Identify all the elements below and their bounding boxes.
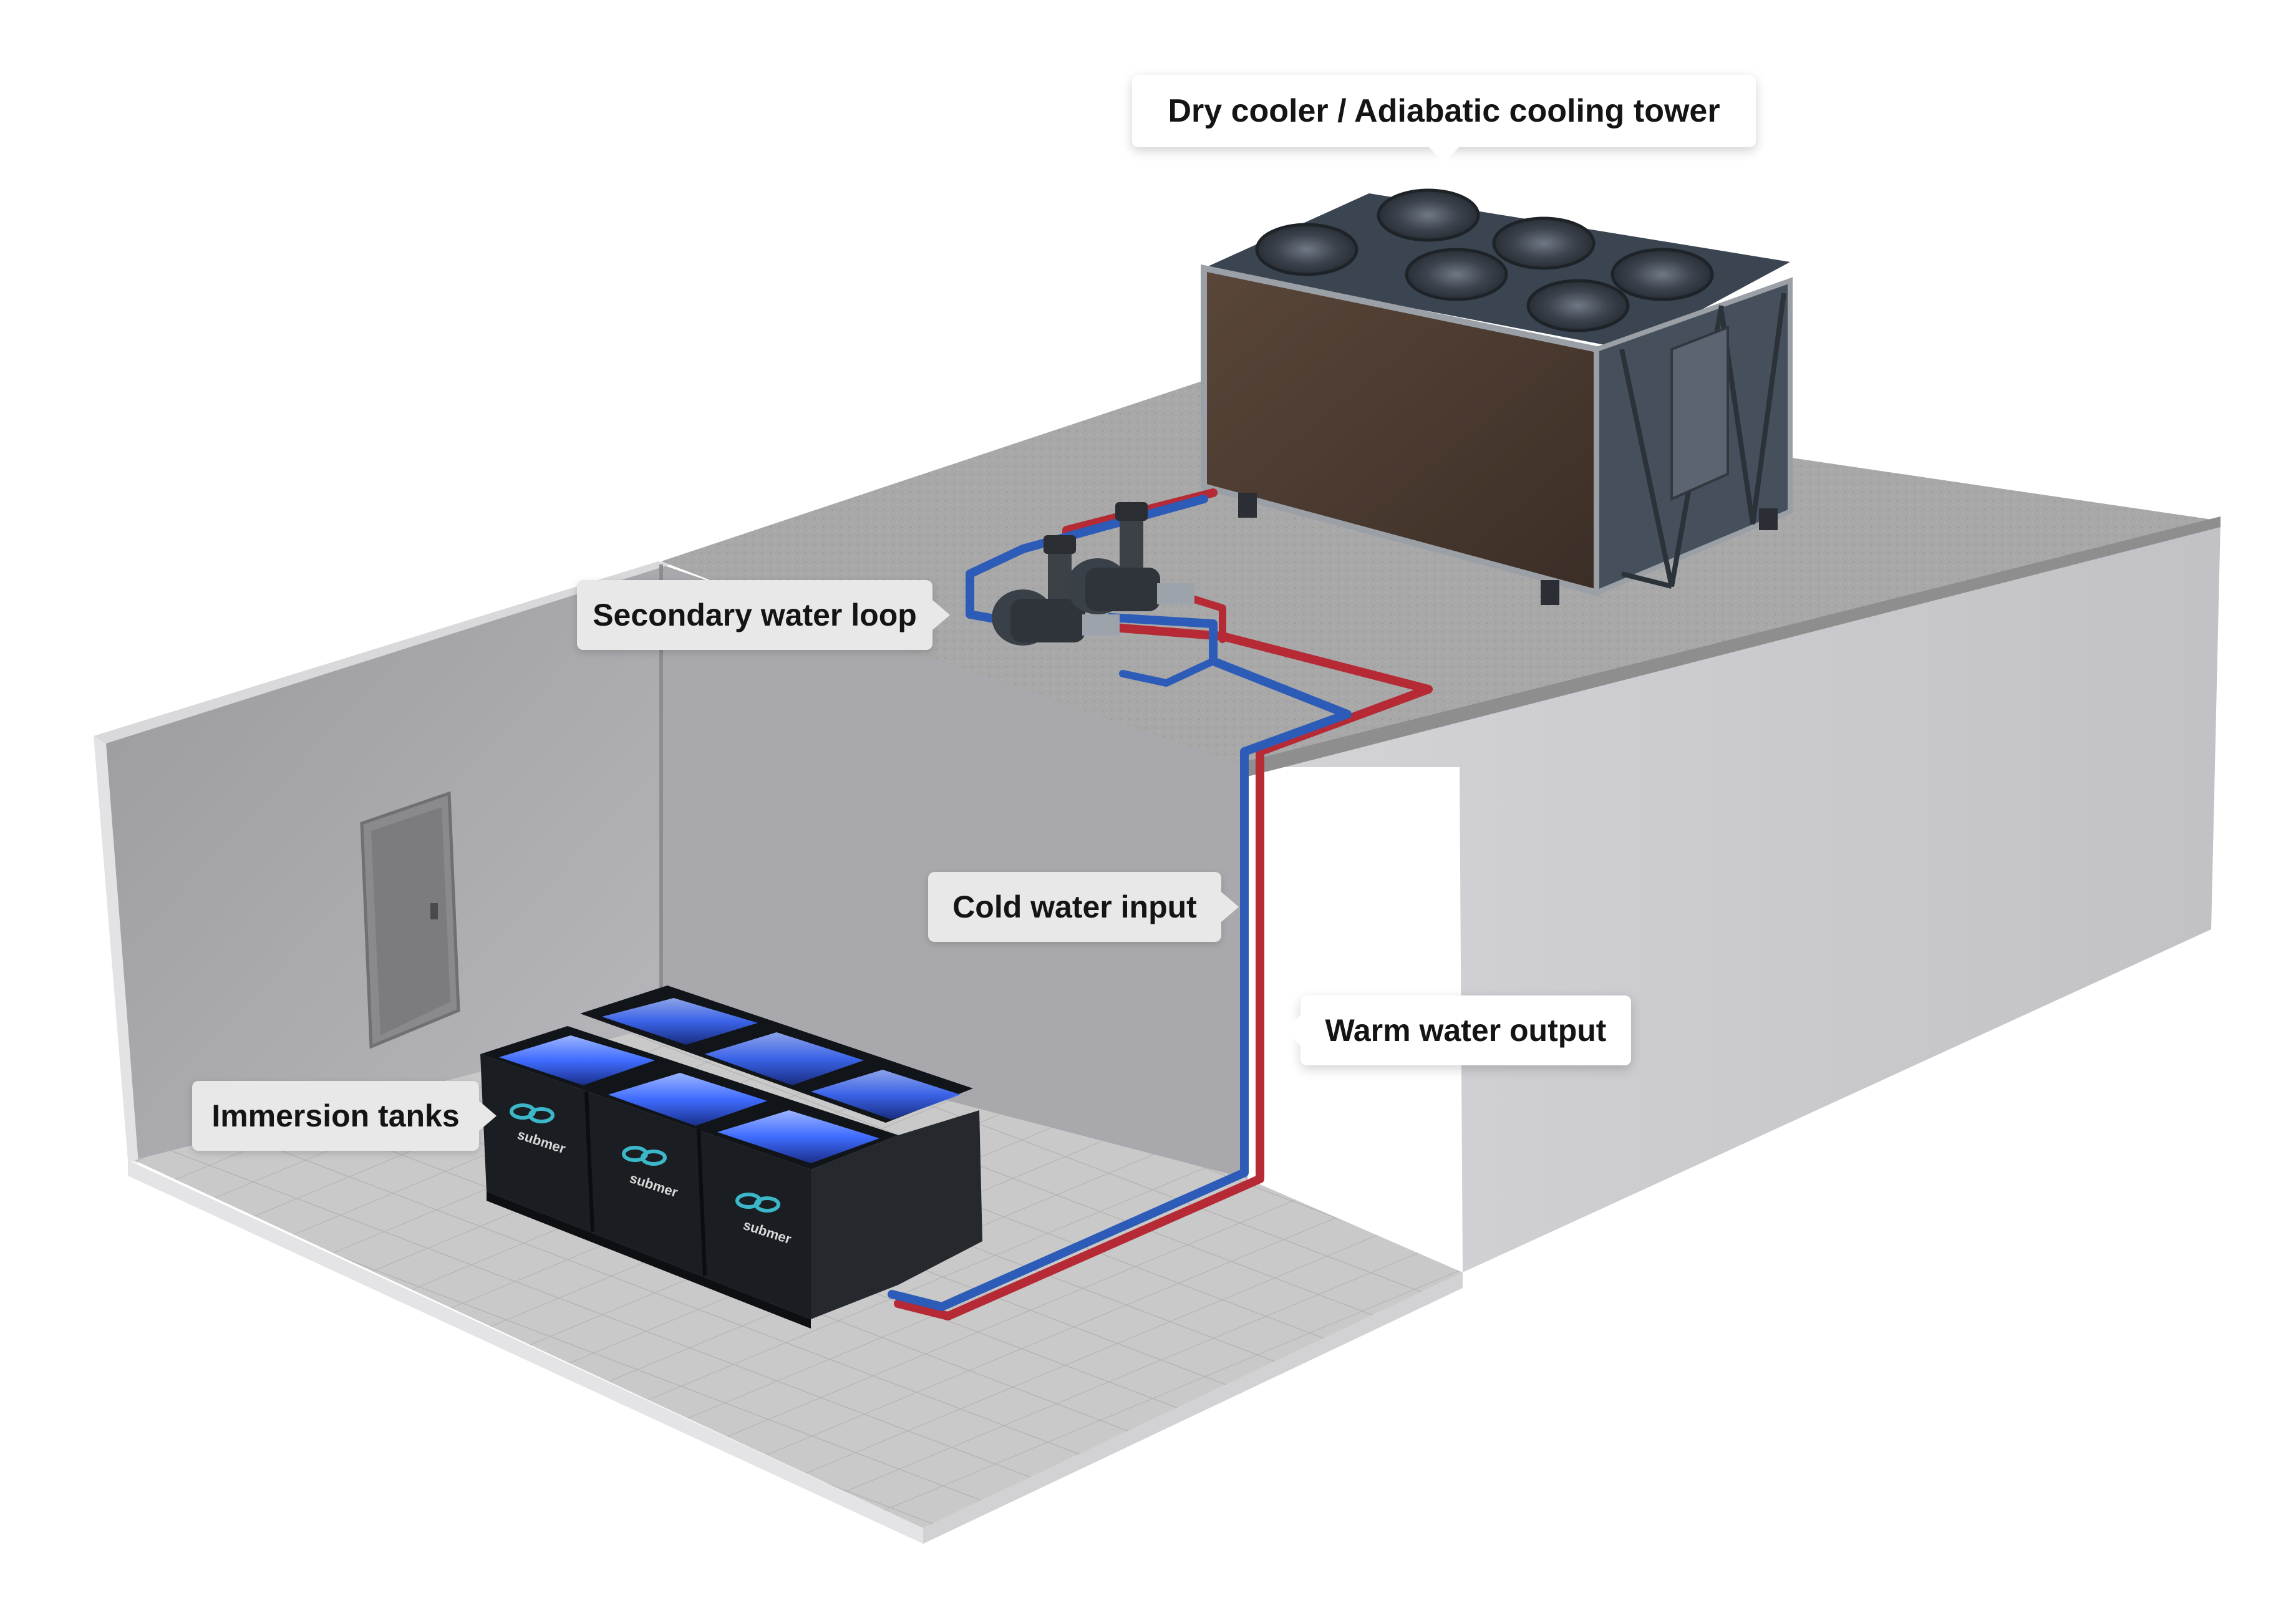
callout-cold-water-input-label: Cold water input bbox=[952, 889, 1197, 924]
floor-slab-edge-right bbox=[923, 1272, 1463, 1544]
fan-icon bbox=[1255, 223, 1359, 276]
callout-immersion-tanks-label: Immersion tanks bbox=[211, 1098, 460, 1133]
callout-cold-water-input: Cold water input bbox=[928, 872, 1239, 942]
tank-glow bbox=[608, 1073, 767, 1126]
tank-glow bbox=[717, 1110, 879, 1163]
fan-icon bbox=[1492, 216, 1596, 270]
wall-cut-edge-left bbox=[94, 736, 138, 1163]
cooler-control-box bbox=[1670, 326, 1729, 501]
circulation-pumps bbox=[992, 502, 1194, 646]
pump bbox=[992, 535, 1120, 646]
fan-icon bbox=[1526, 279, 1630, 332]
callout-warm-water-output-label: Warm water output bbox=[1325, 1013, 1607, 1048]
wall-cut-edge bbox=[94, 561, 671, 743]
cold-water-pipe bbox=[888, 495, 1352, 1311]
tank-glow bbox=[499, 1035, 655, 1085]
building-outer-wall-right-top bbox=[1247, 516, 2221, 777]
callout-secondary-water-loop-label: Secondary water loop bbox=[593, 598, 917, 632]
callout-dry-cooler: Dry cooler / Adiabatic cooling tower bbox=[1132, 75, 1756, 163]
immersion-tanks: submer submer submer bbox=[480, 986, 982, 1329]
floor-slab-edge bbox=[128, 1160, 923, 1544]
callout-immersion-tanks: Immersion tanks bbox=[192, 1081, 496, 1151]
building-roof bbox=[661, 374, 2221, 786]
callout-warm-water-output: Warm water output bbox=[1283, 995, 1631, 1065]
fan-icon bbox=[1377, 188, 1480, 242]
pump bbox=[1067, 502, 1194, 614]
interior-back-wall-right bbox=[661, 564, 1247, 1179]
cooler-fans bbox=[1255, 188, 1714, 332]
piping bbox=[888, 488, 1433, 1320]
tank-side-face bbox=[811, 1110, 982, 1319]
fan-icon bbox=[1611, 248, 1714, 301]
building bbox=[94, 374, 2221, 1544]
callout-dry-cooler-label: Dry cooler / Adiabatic cooling tower bbox=[1168, 93, 1720, 129]
callout-secondary-water-loop: Secondary water loop bbox=[577, 580, 950, 650]
door bbox=[360, 791, 460, 1049]
tank-front-face bbox=[480, 1054, 811, 1319]
secondary-loop-pipe bbox=[1119, 657, 1217, 687]
fan-icon bbox=[1405, 248, 1508, 301]
dry-cooler bbox=[1201, 188, 1793, 605]
